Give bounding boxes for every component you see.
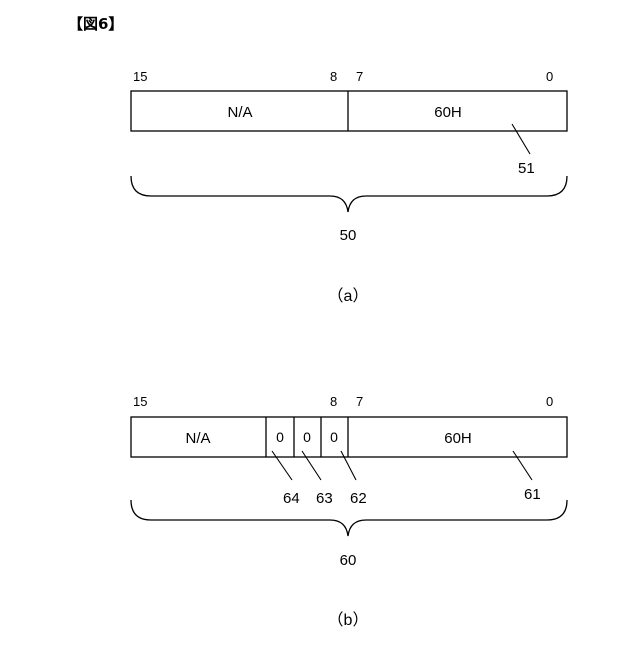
bit-field-9: 0 [303, 429, 311, 445]
leader-line-64 [272, 451, 292, 480]
ref-label-61: 61 [524, 486, 541, 503]
bit-label-7: 7 [356, 69, 363, 84]
bit-field-8: 0 [330, 429, 338, 445]
bit-label-8: 8 [330, 69, 337, 84]
ref-label-50: 50 [340, 227, 357, 244]
bit-label-15: 15 [133, 394, 147, 409]
caption-b: （b） [328, 611, 369, 629]
lower-byte-field: 60H [434, 104, 462, 121]
upper-byte-field: N/A [185, 430, 210, 447]
bit-label-8: 8 [330, 394, 337, 409]
leader-line-51 [512, 124, 530, 154]
bit-label-7: 7 [356, 394, 363, 409]
bit-field-10: 0 [276, 429, 284, 445]
ref-label-63: 63 [316, 490, 333, 507]
register-brace [131, 176, 567, 212]
upper-byte-field: N/A [227, 104, 252, 121]
panel-b: 15 8 7 0 N/A 0 0 0 60H 64 63 62 61 60 （b [131, 394, 567, 629]
register-brace [131, 500, 567, 536]
leader-line-61 [513, 451, 532, 480]
lower-byte-field: 60H [444, 430, 472, 447]
ref-label-62: 62 [350, 490, 367, 507]
bit-label-15: 15 [133, 69, 147, 84]
panel-a: 15 8 7 0 N/A 60H 51 50 （a） [131, 69, 567, 305]
bit-label-0: 0 [546, 69, 553, 84]
ref-label-64: 64 [283, 490, 300, 507]
caption-a: （a） [328, 287, 369, 305]
ref-label-60: 60 [340, 552, 357, 569]
bit-label-0: 0 [546, 394, 553, 409]
figure-title: 【図6】 [68, 15, 123, 33]
leader-line-63 [302, 451, 321, 480]
ref-label-51: 51 [518, 160, 535, 177]
register-box [131, 91, 567, 131]
